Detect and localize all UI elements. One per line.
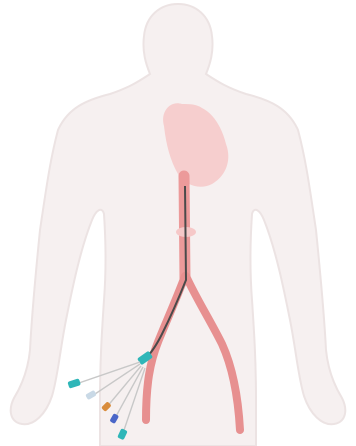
connector-1 — [67, 378, 81, 388]
human-body-silhouette-icon — [11, 4, 346, 446]
connector-2 — [85, 390, 97, 400]
